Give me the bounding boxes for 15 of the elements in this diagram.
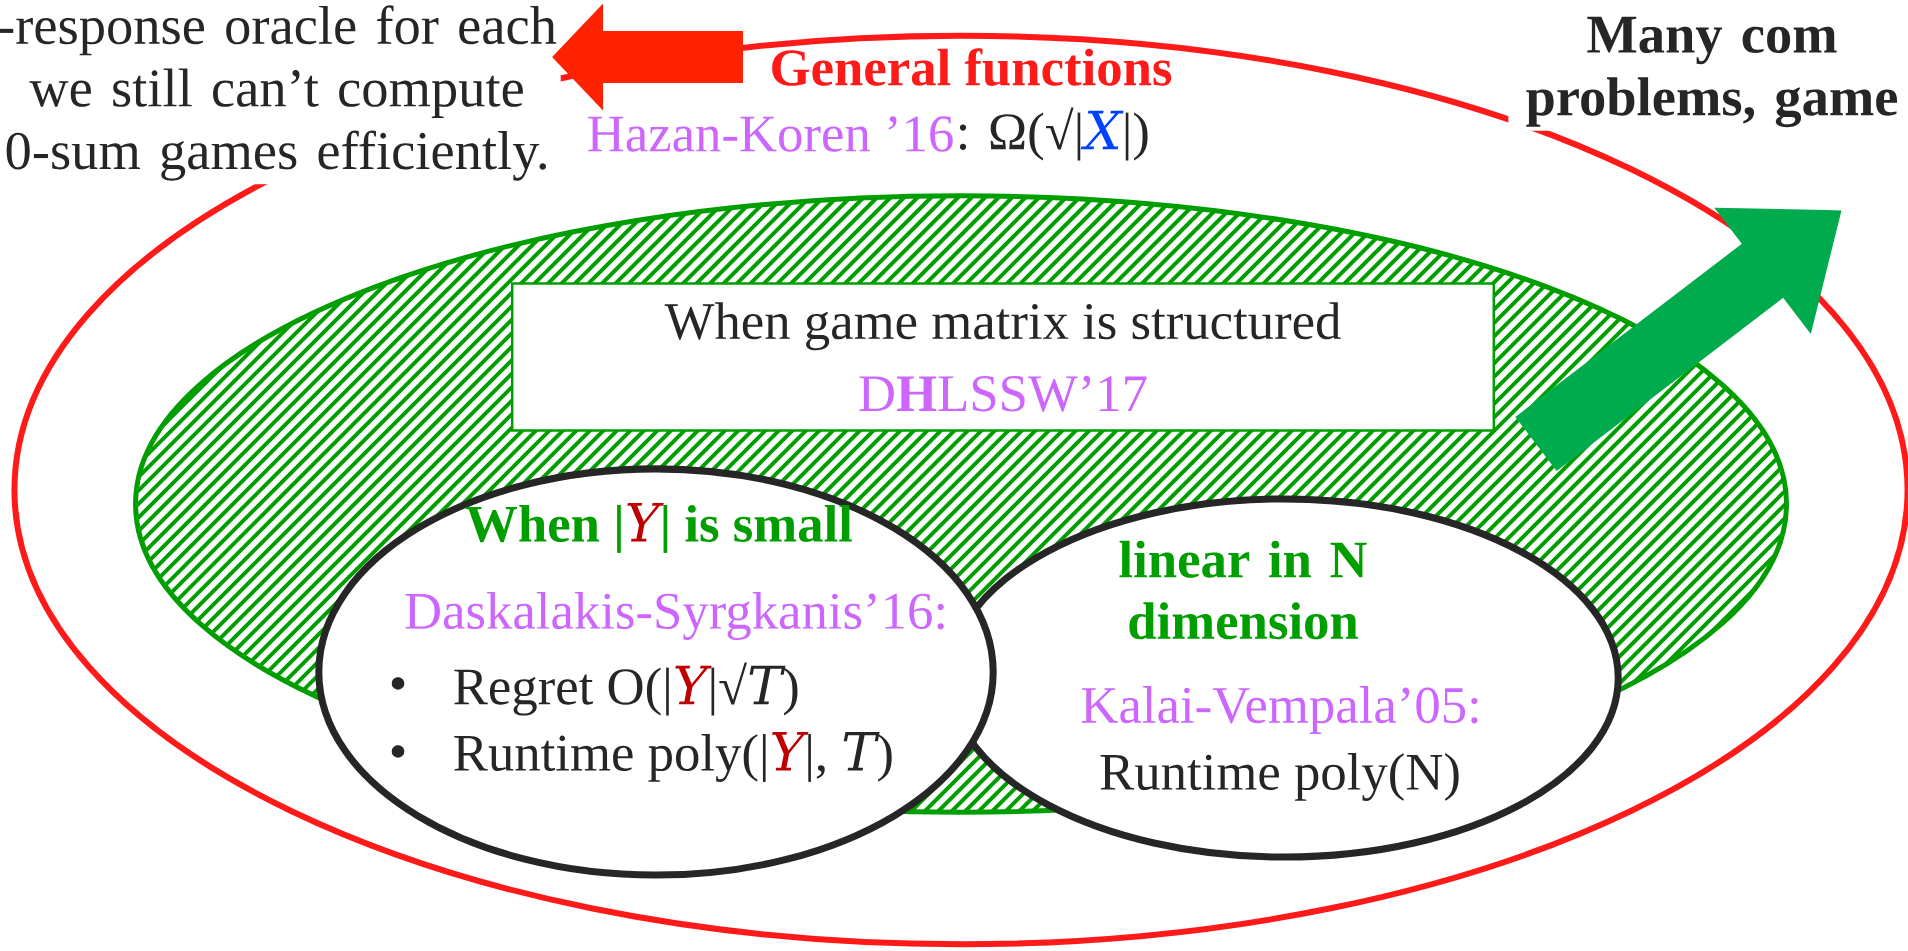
annotation-text: Many com problems, game <box>1508 13 1908 131</box>
text-box: When game matrix is structured DHLSSW’17 <box>511 282 1496 432</box>
set-title: When |𝑌| is small <box>465 503 852 553</box>
result-text: Runtime poly(N) <box>1100 753 1459 801</box>
citation: Hazan-Koren ’16 <box>588 116 953 152</box>
citation: Kalai-Vempala’05: <box>1081 686 1478 734</box>
bullet-item: Regret O(|𝑌|√𝑇) <box>454 662 798 716</box>
set-title: linear in N dimension <box>1119 540 1367 640</box>
bound-formula: : Ω(√|𝑋|) <box>959 107 1148 161</box>
citation: Daskalakis-Syrgkanis’16: <box>405 592 944 640</box>
bullet-point: • <box>391 677 405 690</box>
bullet-point: • <box>391 745 405 758</box>
set-title: General functions <box>772 48 1172 86</box>
bullet-item: Runtime poly(|𝑌|, 𝑇) <box>454 732 892 782</box>
annotation-text: -response oracle for each we still can’t compute 0-sum games efficiently. <box>0 1 561 185</box>
